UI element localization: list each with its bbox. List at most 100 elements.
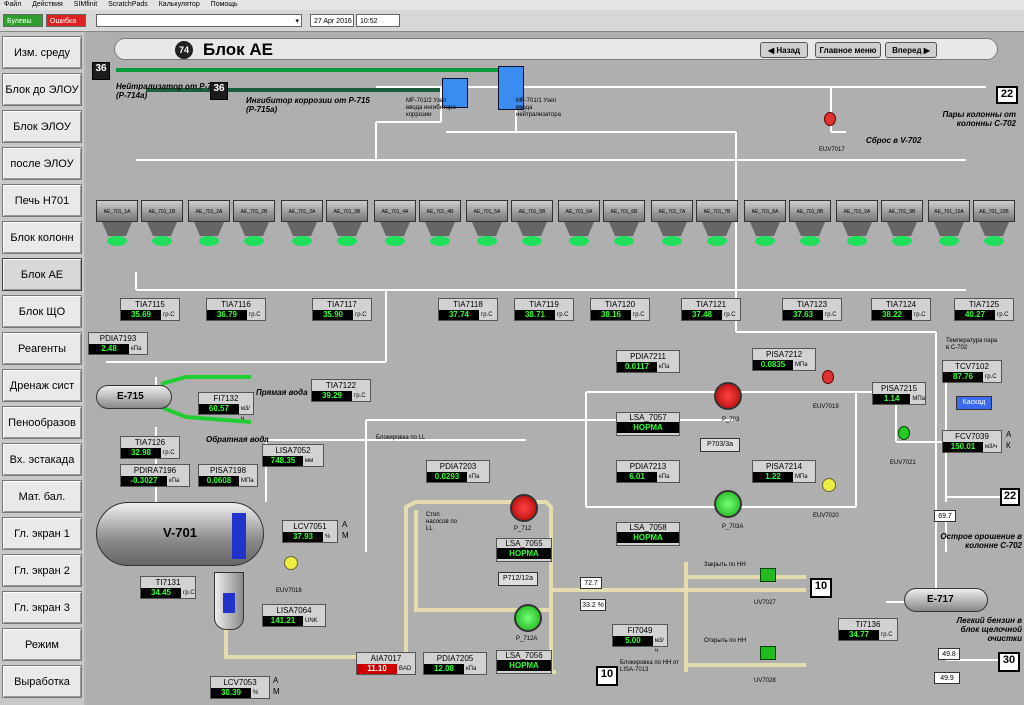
menu-calculator[interactable]: Калькулятор (158, 1, 200, 8)
fcv7039-mode[interactable]: A (1006, 430, 1012, 439)
sidebar-item-output[interactable]: Выработка (2, 665, 82, 698)
sidebar-item-post-elou[interactable]: после ЭЛОУ (2, 147, 82, 180)
sidebar-item-reagents[interactable]: Реагенты (2, 332, 82, 365)
fcv7039-mode2[interactable]: К (1006, 441, 1011, 450)
fan-unit[interactable]: AE_701_6A (558, 200, 600, 248)
link-10-close[interactable]: 10 (810, 578, 832, 598)
link-36-neutralizer[interactable]: 36 (92, 62, 110, 80)
p712-pump[interactable] (510, 494, 538, 522)
p703-pump[interactable] (714, 382, 742, 410)
status-indicator-2[interactable]: Ошибка (46, 14, 86, 27)
menu-scratchpads[interactable]: ScratchPads (108, 1, 148, 8)
fan-unit[interactable]: AE_701_10B (973, 200, 1015, 248)
fan-unit[interactable]: AE_701_1A (96, 200, 138, 248)
fan-unit[interactable]: AE_701_1B (141, 200, 183, 248)
lcv7053-mode2[interactable]: M (273, 687, 280, 696)
mf701-1-block[interactable] (498, 66, 524, 110)
p703a-pump[interactable] (714, 490, 742, 518)
fan-unit[interactable]: AE_701_8A (744, 200, 786, 248)
sidebar-item-foam[interactable]: Пенообразов (2, 406, 82, 439)
menu-simfinit[interactable]: SIMfinit (73, 1, 98, 8)
menu-file[interactable]: Файл (4, 1, 22, 8)
fan-unit[interactable]: AE_701_10A (928, 200, 970, 248)
fan-unit[interactable]: AE_701_4A (374, 200, 416, 248)
lcv7051-mode[interactable]: A (342, 520, 348, 529)
p712a-pump[interactable] (514, 604, 542, 632)
e717-exchanger[interactable]: E-717 (904, 588, 988, 612)
euv7017-valve[interactable] (824, 112, 836, 126)
euv7018-valve[interactable] (284, 556, 298, 570)
link-22-vapors[interactable]: 22 (996, 86, 1018, 104)
sidebar-item-furnace[interactable]: Печь Н701 (2, 184, 82, 217)
command-combobox[interactable]: ▾ (96, 14, 302, 27)
fan-unit[interactable]: AE_701_3A (281, 200, 323, 248)
sidebar-item-env[interactable]: Изм. среду (2, 36, 82, 69)
link-22-reflux[interactable]: 22 (1000, 488, 1020, 506)
e715-exchanger[interactable]: E-715 (96, 385, 172, 409)
fan-unit[interactable]: AE_701_7A (651, 200, 693, 248)
cascade-button[interactable]: Каскад (956, 396, 992, 410)
status-indicator-1[interactable]: Булевы (3, 14, 43, 27)
euv7020-valve[interactable] (822, 478, 836, 492)
fan-unit[interactable]: AE_701_9B (881, 200, 923, 248)
sidebar-item-screen2[interactable]: Гл. экран 2 (2, 554, 82, 587)
menu-actions[interactable]: Действия (32, 1, 63, 8)
fan-unit[interactable]: AE_701_5A (466, 200, 508, 248)
lcv7053-mode[interactable]: A (273, 676, 279, 685)
sidebar-item-screen1[interactable]: Гл. экран 1 (2, 517, 82, 550)
fan-unit[interactable]: AE_701_6B (603, 200, 645, 248)
fan-unit[interactable]: AE_701_2B (233, 200, 275, 248)
sidebar-item-elou[interactable]: Блок ЭЛОУ (2, 110, 82, 143)
sidebar-item-matbal[interactable]: Мат. бал. (2, 480, 82, 513)
link-36-inhibitor[interactable]: 36 (210, 82, 228, 100)
menu-help[interactable]: Помощь (210, 1, 238, 8)
euv7019-valve[interactable] (822, 370, 834, 384)
fan-unit[interactable]: AE_701_5B (511, 200, 553, 248)
lcv7051-mode2[interactable]: M (342, 531, 349, 540)
sidebar-item-columns[interactable]: Блок колонн (2, 221, 82, 254)
mf701-2-block[interactable] (442, 78, 468, 108)
uv7027-valve[interactable] (760, 568, 776, 582)
fan-unit[interactable]: AE_701_2A (188, 200, 230, 248)
link-10-block[interactable]: 10 (596, 666, 618, 686)
p703-select-button[interactable]: P703/3a (700, 438, 740, 452)
sidebar-item-sho[interactable]: Блок ЩО (2, 295, 82, 328)
v701-vessel[interactable]: V-701 (96, 502, 264, 566)
uv7028-valve[interactable] (760, 646, 776, 660)
sidebar-item-mode[interactable]: Режим (2, 628, 82, 661)
euv7021-valve[interactable] (898, 426, 910, 440)
sidebar-item-screen3[interactable]: Гл. экран 3 (2, 591, 82, 624)
sidebar-item-rack[interactable]: Вх. эстакада (2, 443, 82, 476)
